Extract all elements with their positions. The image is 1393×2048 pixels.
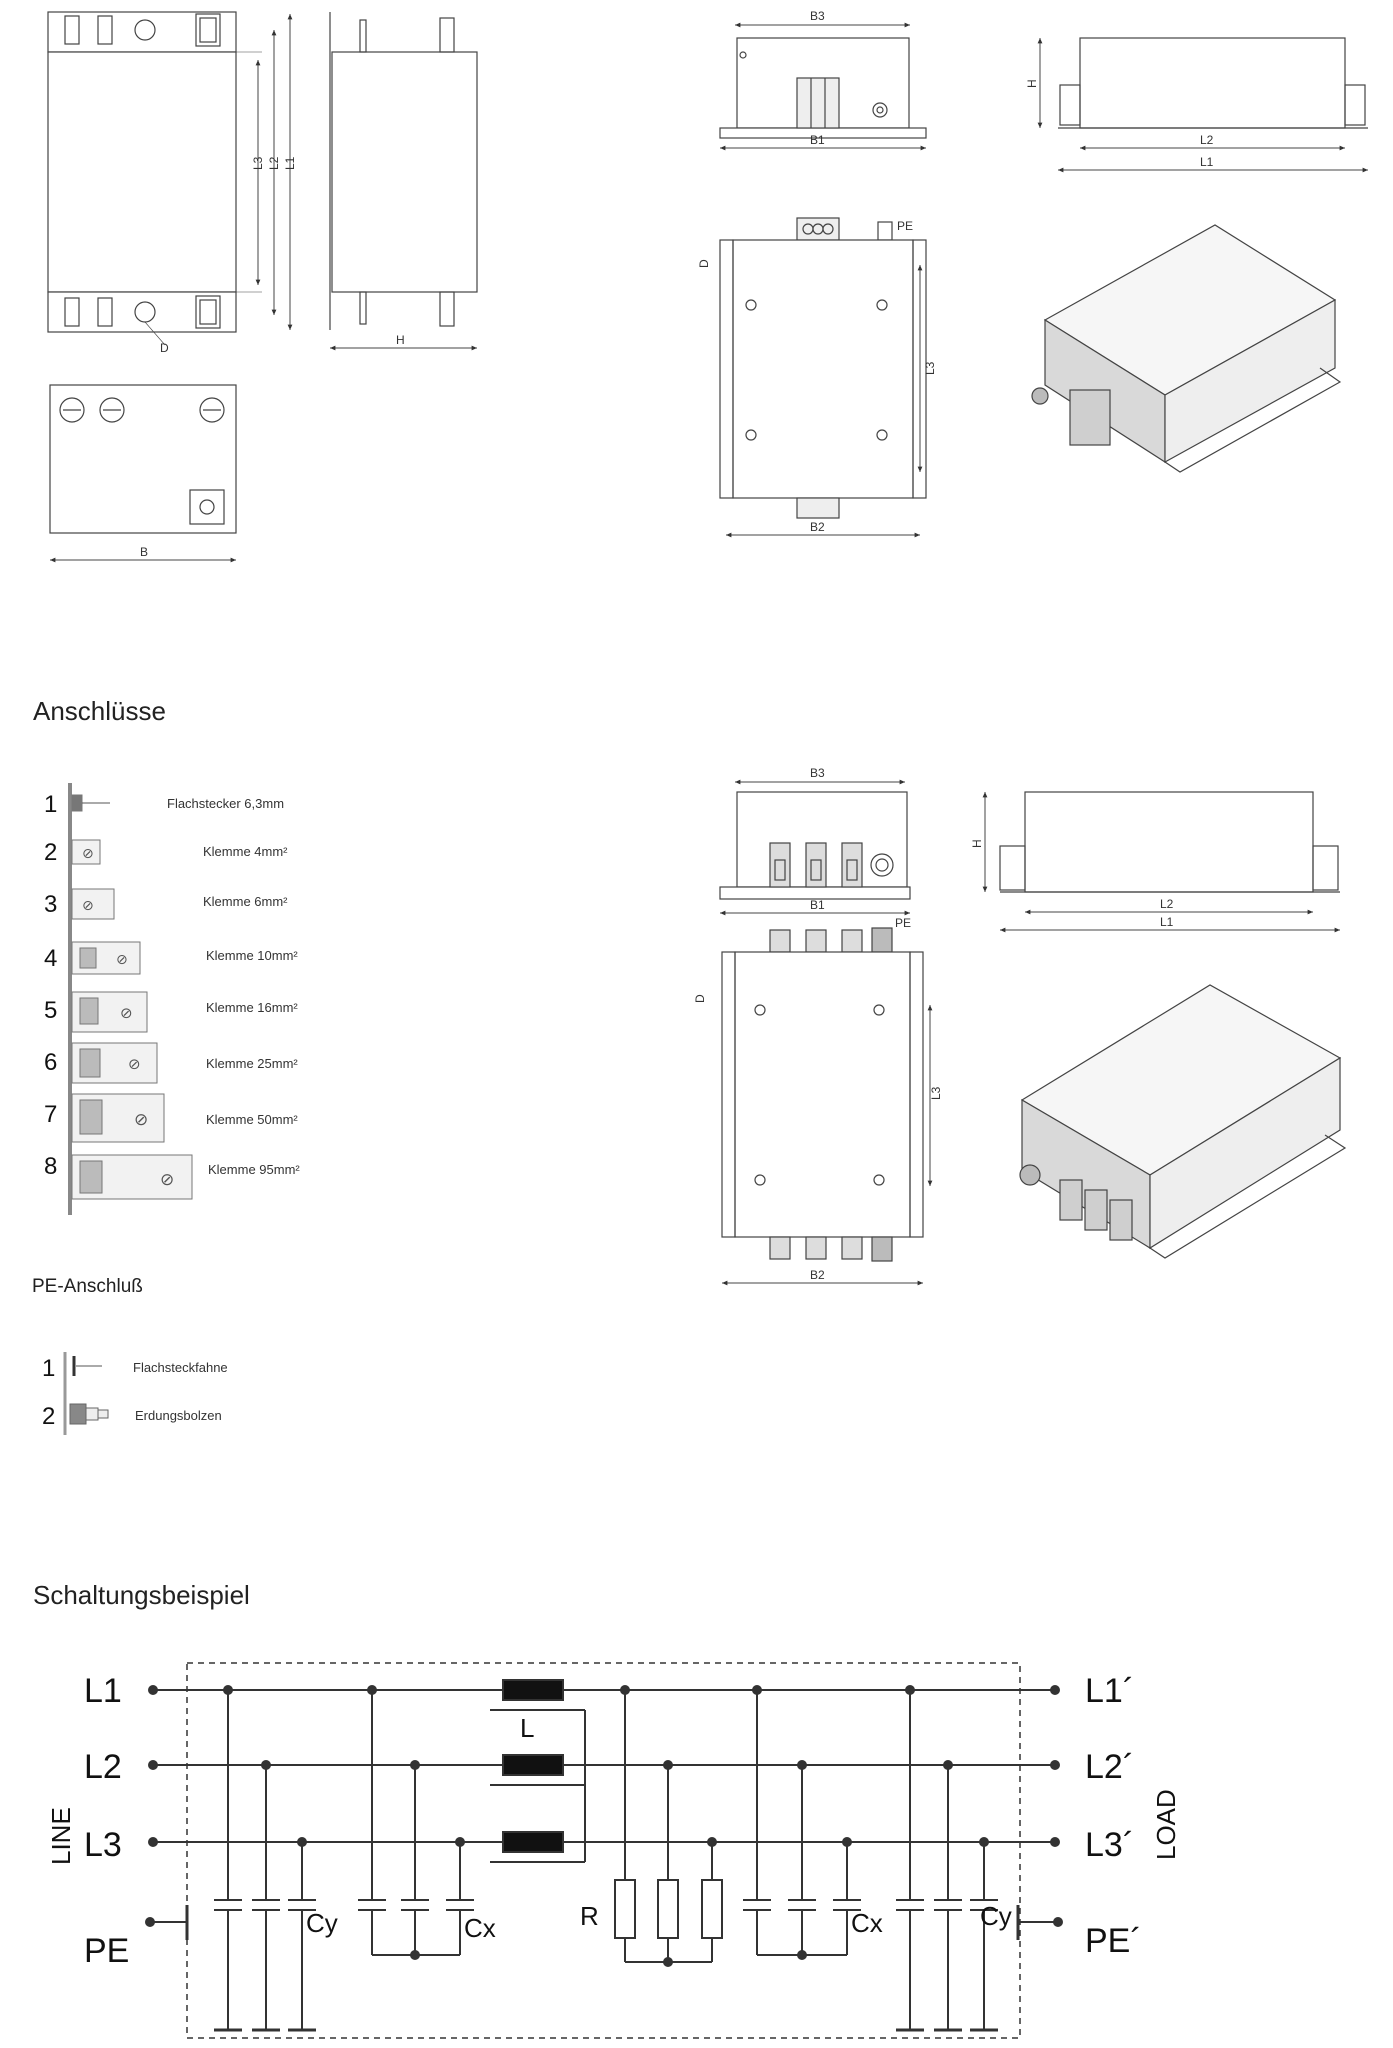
filter1-side-view [1037, 37, 1368, 173]
dim-label-D: D [160, 341, 169, 355]
filter1-label-L1: L1 [1200, 155, 1214, 169]
connector-label-1: Flachstecker 6,3mm [167, 796, 284, 811]
connector-label-2: Klemme 4mm² [203, 844, 288, 859]
filter1-label-B1: B1 [810, 133, 825, 147]
dim-label-L1: L1 [283, 156, 297, 170]
filter2-side-view [982, 791, 1340, 933]
pe-connector-drawing [63, 1352, 109, 1435]
filter1-label-H: H [1025, 79, 1039, 88]
svg-text:⊘: ⊘ [116, 951, 128, 967]
filter2-label-L2: L2 [1160, 897, 1174, 911]
svg-text:⊘: ⊘ [128, 1056, 141, 1073]
connector-num-3: 3 [44, 891, 57, 918]
circuit-input-PE: PE [84, 1932, 129, 1970]
circuit-output-L2: L2´ [1085, 1748, 1134, 1786]
circuit-cx-label-2: Cx [851, 1908, 883, 1938]
circuit-resistor-label: R [580, 1901, 599, 1931]
connector-list-drawing: ⊘ ⊘ ⊘ ⊘ ⊘ ⊘ ⊘ [68, 783, 193, 1215]
circuit-schematic [145, 1662, 1063, 2039]
section-title-connections: Anschlüsse [33, 696, 166, 726]
filter2-isometric [1019, 984, 1347, 1259]
circuit-output-PE: PE´ [1085, 1922, 1142, 1960]
bottom-view-drawing [49, 384, 237, 563]
side-view-drawing [329, 12, 478, 351]
filter1-top-view [719, 217, 927, 538]
connector-num-1: 1 [44, 791, 57, 818]
connector-label-7: Klemme 50mm² [206, 1112, 298, 1127]
connector-num-5: 5 [44, 997, 57, 1024]
filter1-label-B3: B3 [810, 9, 825, 23]
dim-label-B: B [140, 545, 148, 559]
connector-num-4: 4 [44, 945, 57, 972]
circuit-output-L1: L1´ [1085, 1672, 1134, 1710]
circuit-inductor-label: L [520, 1713, 534, 1743]
connector-num-7: 7 [44, 1101, 57, 1128]
filter2-label-L1: L1 [1160, 915, 1174, 929]
dim-label-H: H [396, 333, 405, 347]
dim-label-L3: L3 [251, 156, 265, 170]
circuit-cy-label-2: Cy [980, 1901, 1012, 1931]
filter2-label-B3: B3 [810, 766, 825, 780]
filter2-label-B2: B2 [810, 1268, 825, 1282]
filter2-label-B1: B1 [810, 898, 825, 912]
section-title-circuit: Schaltungsbeispiel [33, 1580, 250, 1610]
filter2-label-L3: L3 [929, 1086, 943, 1100]
circuit-cy-label-1: Cy [306, 1908, 338, 1938]
pe-connector-label-1: Flachsteckfahne [133, 1360, 228, 1375]
front-view-drawing [47, 11, 293, 346]
filter1-isometric [1031, 224, 1342, 473]
connector-num-6: 6 [44, 1049, 57, 1076]
section-title-pe: PE-Anschluß [32, 1276, 143, 1297]
connector-label-4: Klemme 10mm² [206, 948, 298, 963]
connector-label-3: Klemme 6mm² [203, 894, 288, 909]
filter2-label-D: D [693, 994, 707, 1003]
filter1-front-view [719, 22, 927, 151]
filter1-label-PE: PE [897, 219, 913, 233]
circuit-input-L2: L2 [84, 1748, 122, 1786]
filter2-front-view [719, 779, 911, 916]
connector-label-6: Klemme 25mm² [206, 1056, 298, 1071]
filter1-label-L2: L2 [1200, 133, 1214, 147]
filter1-label-L3: L3 [923, 361, 937, 375]
pe-connector-num-1: 1 [42, 1355, 55, 1382]
circuit-load-label: LOAD [1151, 1789, 1181, 1860]
connector-num-2: 2 [44, 839, 57, 866]
circuit-line-label: LINE [46, 1807, 76, 1865]
connector-label-8: Klemme 95mm² [208, 1162, 300, 1177]
circuit-output-L3: L3´ [1085, 1826, 1134, 1864]
filter2-top-view [721, 927, 933, 1286]
filter1-label-D: D [697, 259, 711, 268]
svg-text:⊘: ⊘ [82, 897, 94, 913]
svg-text:⊘: ⊘ [120, 1005, 133, 1022]
circuit-input-L3: L3 [84, 1826, 122, 1864]
pe-connector-label-2: Erdungsbolzen [135, 1408, 222, 1423]
dim-label-L2: L2 [267, 156, 281, 170]
connector-num-8: 8 [44, 1153, 57, 1180]
circuit-input-L1: L1 [84, 1672, 122, 1710]
filter1-label-B2: B2 [810, 520, 825, 534]
svg-text:⊘: ⊘ [82, 845, 94, 861]
svg-text:⊘: ⊘ [134, 1110, 148, 1129]
pe-connector-num-2: 2 [42, 1403, 55, 1430]
connector-label-5: Klemme 16mm² [206, 1000, 298, 1015]
svg-text:⊘: ⊘ [160, 1170, 174, 1189]
filter2-label-H: H [970, 839, 984, 848]
filter2-label-PE: PE [895, 916, 911, 930]
circuit-cx-label-1: Cx [464, 1913, 496, 1943]
